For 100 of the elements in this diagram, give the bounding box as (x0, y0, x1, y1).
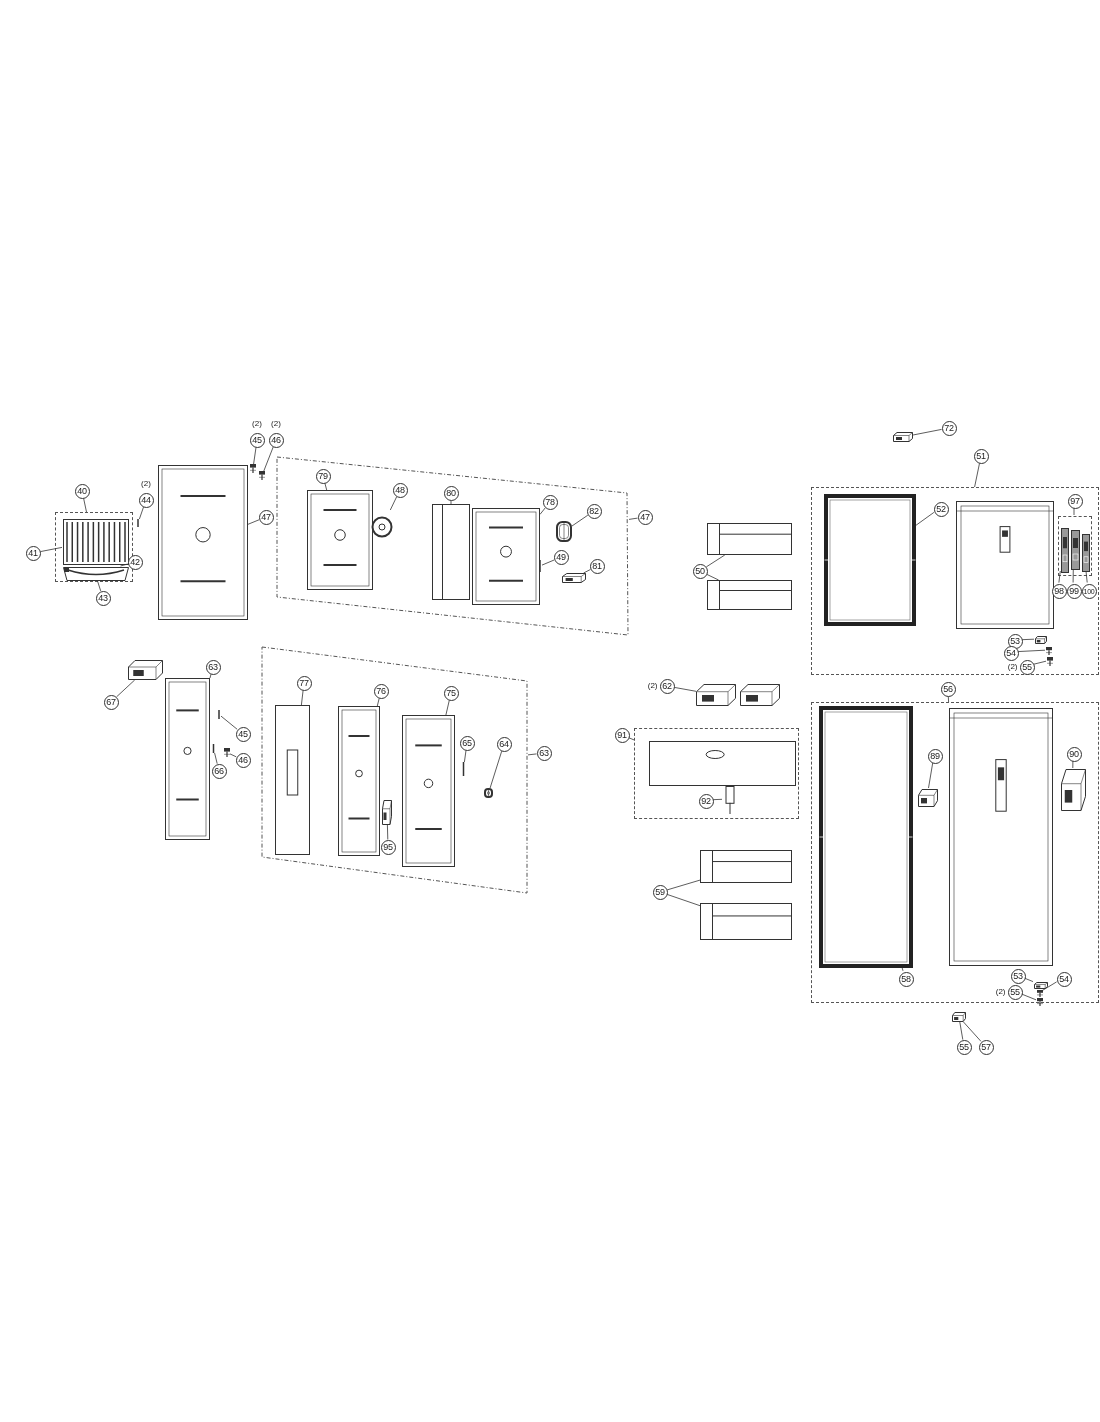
callout-number: 64 (496, 736, 512, 752)
tray-drawing (63, 567, 129, 581)
leader-line (247, 519, 260, 525)
leader-line (1032, 660, 1047, 665)
leader-line (209, 673, 212, 679)
leader-line (912, 429, 942, 436)
callout-number: 98 (1051, 583, 1067, 599)
callout-number: 90 (1066, 746, 1082, 762)
leader-line (214, 752, 218, 765)
callout-number: 44 (138, 492, 154, 508)
callout-number: 45 (235, 726, 251, 742)
callout-number: 92 (698, 793, 714, 809)
part-drawing (128, 660, 163, 680)
leader-line (376, 697, 380, 707)
callout-number: 52 (933, 501, 949, 517)
leader-line (96, 579, 102, 592)
leader-line (387, 824, 389, 840)
callout-number: 81 (589, 558, 605, 574)
leader-line (666, 879, 701, 891)
callout-number: 77 (296, 675, 312, 691)
pin-drawing (212, 744, 215, 753)
door-drawing (956, 501, 1054, 629)
quantity-label: (2) (141, 479, 151, 488)
leader-line (571, 514, 589, 527)
pin-drawing (136, 519, 140, 527)
leader-line (583, 569, 591, 574)
leader-line (541, 559, 555, 566)
callout-number: 46 (235, 752, 251, 768)
leader-line (1020, 993, 1037, 1001)
pin-drawing (217, 710, 221, 719)
part-drawing (1061, 769, 1086, 811)
leader-line (959, 1021, 964, 1040)
quantity-label: (2) (647, 682, 658, 690)
callout-number: 53 (1007, 633, 1023, 649)
leader-line (450, 500, 452, 505)
gasket-drawing (824, 494, 916, 626)
screw-drawing (1037, 990, 1043, 997)
callout-number: 78 (542, 494, 558, 510)
panel-drawing (472, 508, 540, 605)
screw-drawing (224, 748, 230, 757)
panel-drawing (158, 465, 248, 620)
callout-number: 50 (692, 563, 708, 579)
strip-drawing (1071, 530, 1080, 570)
sheet-drawing (275, 705, 310, 855)
strip-drawing (1082, 534, 1090, 572)
leader-line (963, 1021, 982, 1042)
callout-number: 45 (249, 432, 265, 448)
leader-line (464, 750, 467, 763)
door-drawing (949, 708, 1053, 966)
leader-line (1058, 570, 1061, 583)
leader-line (389, 496, 398, 511)
callout-number: 48 (392, 482, 408, 498)
leader-line (253, 447, 257, 465)
valve-drawing (723, 786, 737, 814)
callout-number: 53 (1010, 968, 1026, 984)
leader-line (220, 715, 238, 730)
leader-line (489, 750, 503, 789)
leader-line (914, 512, 935, 527)
leader-line (712, 798, 723, 801)
callout-number: 54 (1003, 645, 1019, 661)
leader-line (139, 506, 144, 520)
leader-line (324, 482, 328, 491)
screw-drawing (259, 471, 265, 480)
screw-drawing (1046, 647, 1052, 655)
leader-line (1073, 507, 1075, 516)
part-drawing (382, 800, 392, 825)
part-drawing (1035, 636, 1047, 644)
quantity-label: (2) (252, 419, 262, 428)
leader-line (628, 517, 638, 520)
tank-drawing (649, 741, 796, 786)
leader-line (1041, 981, 1057, 992)
callout-number: 47 (637, 509, 653, 525)
screw-drawing (1037, 998, 1043, 1006)
callout-number: 40 (74, 483, 90, 499)
callout-number: 56 (940, 681, 956, 697)
callout-number: 95 (380, 839, 396, 855)
pin-drawing (538, 560, 542, 572)
leader-line (40, 547, 63, 552)
ring-drawing (556, 521, 572, 542)
callout-number: 51 (973, 448, 989, 464)
callout-number: 59 (652, 884, 668, 900)
callout-number: 91 (614, 727, 630, 743)
leader-line (1072, 567, 1074, 583)
part-drawing (740, 684, 780, 706)
leader-line (301, 690, 304, 706)
dashed-group-box (634, 728, 799, 819)
part-drawing (696, 684, 736, 706)
leader-line (83, 497, 87, 513)
part-drawing (918, 789, 938, 807)
callout-number: 97 (1067, 493, 1083, 509)
strip-drawing (1061, 528, 1069, 573)
panel-drawing (402, 715, 455, 867)
panel-drawing (307, 490, 373, 590)
leader-line (1023, 977, 1034, 982)
callout-number: 65 (459, 735, 475, 751)
leader-line (1072, 760, 1074, 769)
callout-number: 54 (1056, 971, 1072, 987)
leader-line (901, 966, 904, 972)
callout-number: 66 (211, 763, 227, 779)
screw-drawing (1047, 657, 1053, 666)
